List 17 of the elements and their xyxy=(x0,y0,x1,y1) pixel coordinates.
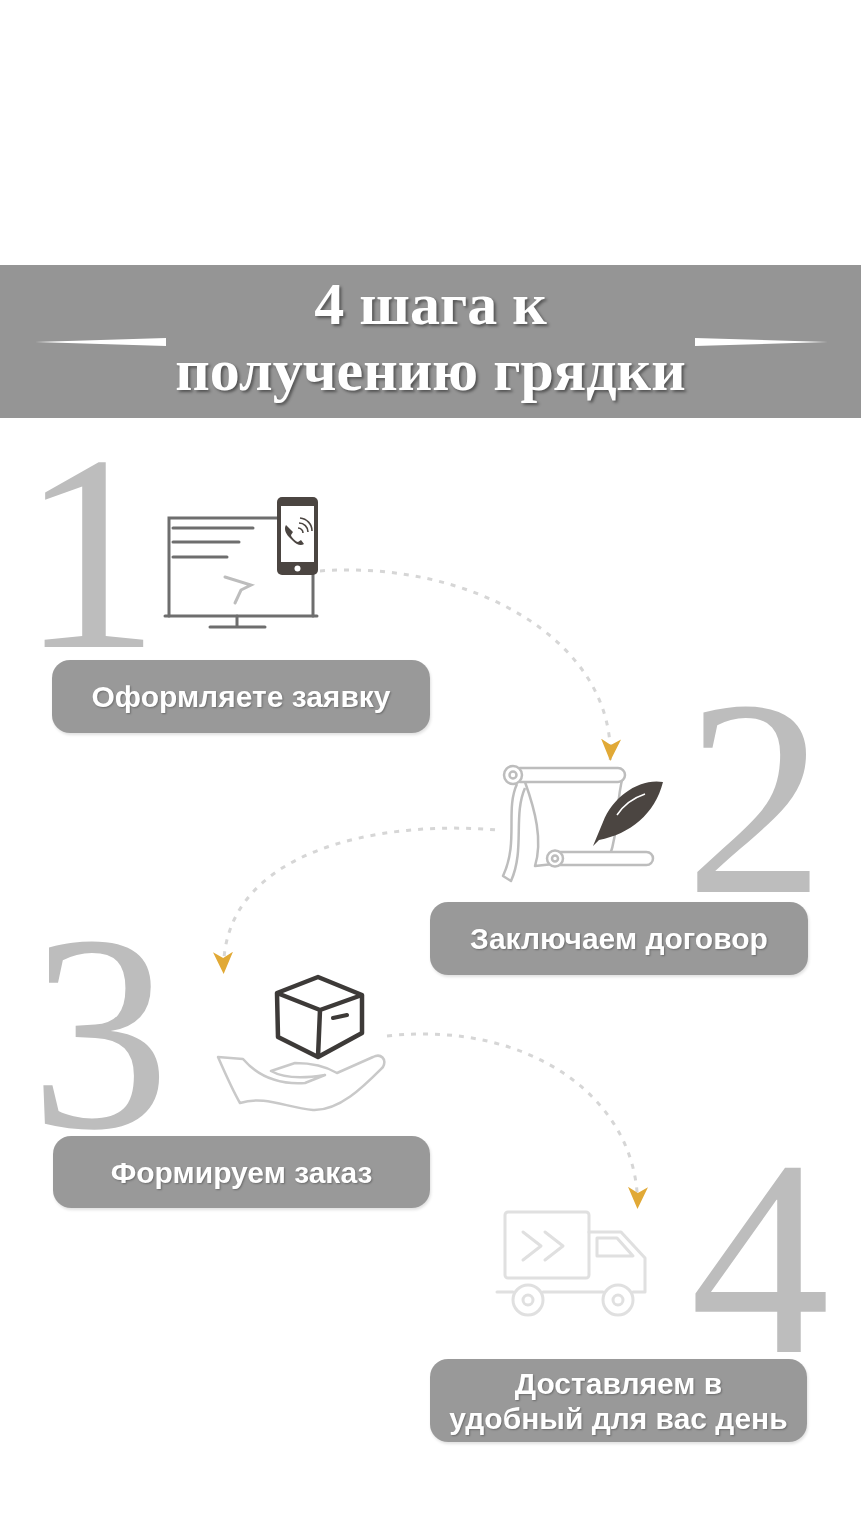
step-number: 2 xyxy=(685,700,825,896)
step-card xyxy=(52,660,430,733)
dashed-arrow xyxy=(215,826,496,974)
step-number: 1 xyxy=(20,455,160,651)
step-card xyxy=(53,1136,430,1208)
step-number: 4 xyxy=(690,1160,830,1356)
title-text: 4 шага к получению грядки xyxy=(175,271,686,403)
step-number: 3 xyxy=(30,935,170,1131)
box-on-hand-icon xyxy=(215,973,387,1113)
step-text: Доставляем в удобный для вас день xyxy=(449,1365,788,1436)
step-card xyxy=(430,902,808,975)
step-card xyxy=(430,1359,807,1442)
step-text: Формируем заказ xyxy=(110,1154,373,1190)
step-text: Оформляете заявку xyxy=(91,679,391,714)
dashed-arrow xyxy=(386,1032,647,1209)
step-text: Заключаем договор xyxy=(470,921,768,956)
dashed-arrow xyxy=(319,568,619,761)
